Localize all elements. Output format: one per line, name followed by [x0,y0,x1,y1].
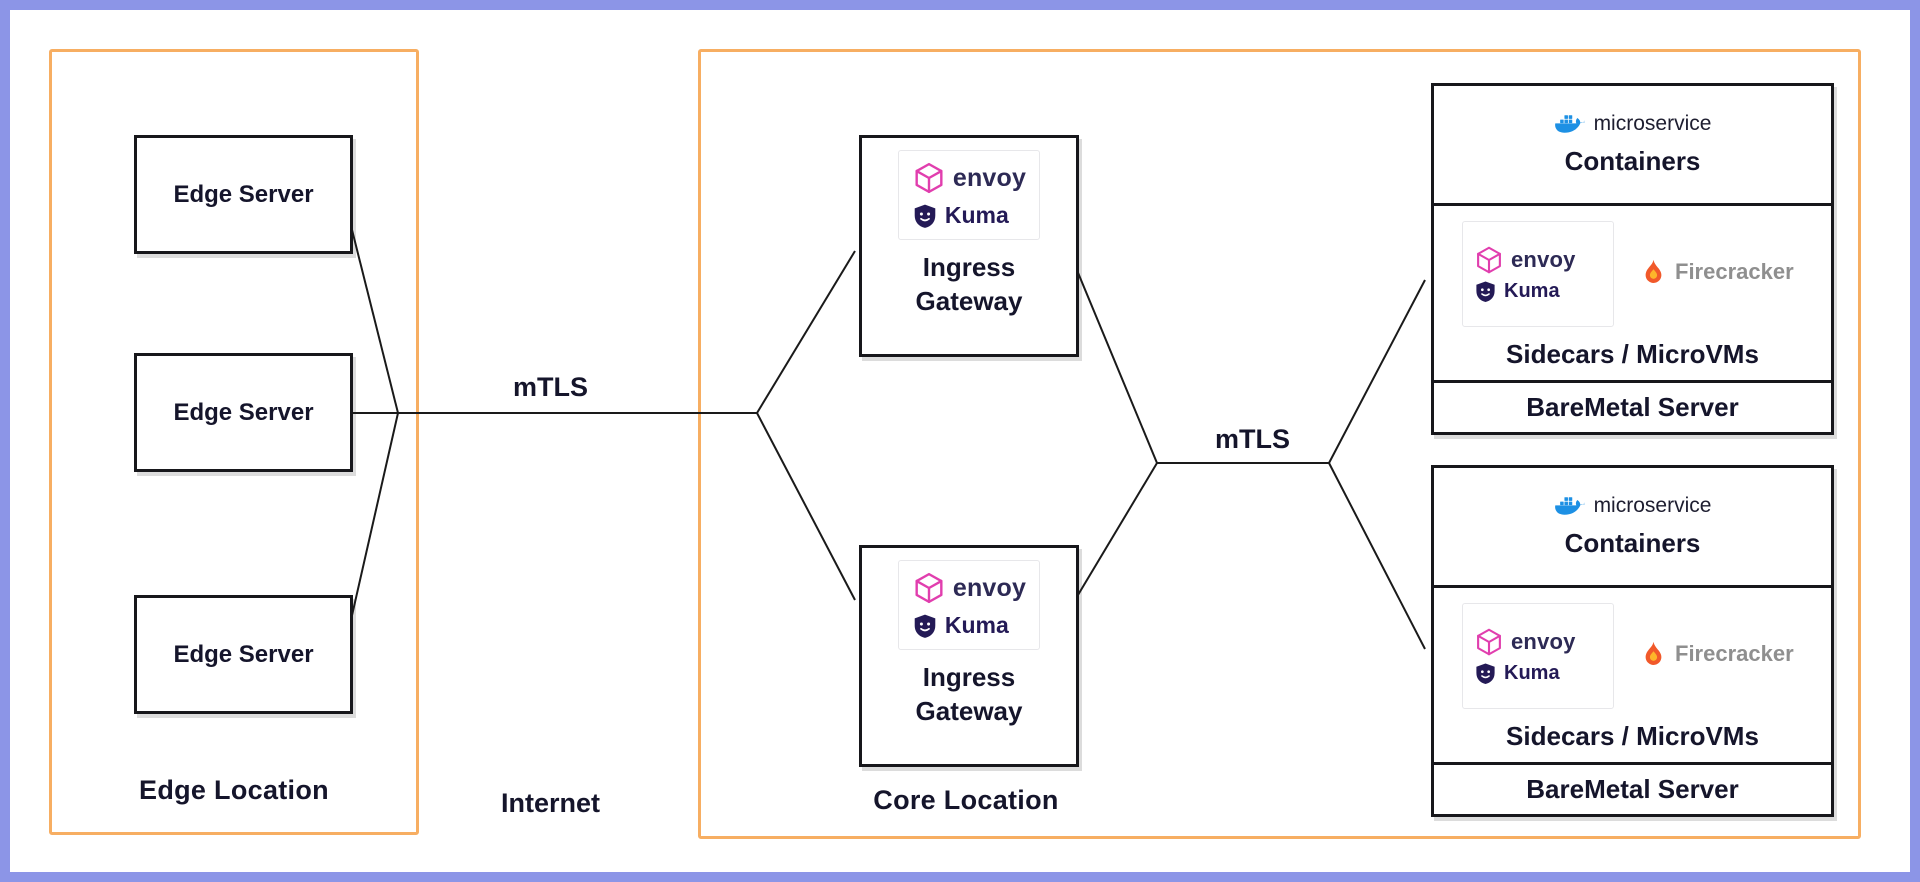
mesh-logo-card: envoy Kuma [897,150,1041,240]
envoy-wordmark: envoy [1511,247,1576,272]
firecracker-logo: Firecracker [1640,640,1794,667]
edge-location-group: Edge Location [49,49,419,835]
edge-server-label: Edge Server [173,640,314,668]
gateway-title-line2: Gateway [915,696,1023,727]
docker-whale-icon [1554,495,1585,517]
containers-title: Containers [1564,146,1701,176]
envoy-icon [1474,627,1504,657]
ingress-gateway-1: envoy Kuma Ingress Gateway [859,135,1079,357]
microservice-label: microservice [1593,494,1712,517]
server-stack-1: microservice Containers envoy Kuma Firec… [1431,83,1834,435]
mesh-logo-card: envoy Kuma [897,560,1041,650]
edge-server-3: Edge Server [134,595,353,714]
envoy-icon [1474,245,1504,275]
kuma-shield-icon [1474,280,1497,303]
mesh-logo-card: envoy Kuma [1462,603,1614,709]
containers-box: microservice Containers [1431,465,1834,588]
core-location-group: Core Location [698,49,1861,839]
baremetal-box: BareMetal Server [1431,762,1834,817]
core-location-label: Core Location [873,785,1059,815]
baremetal-title: BareMetal Server [1526,774,1739,804]
mesh-logo-card: envoy Kuma [1462,221,1614,327]
containers-title: Containers [1564,528,1701,558]
flame-icon [1640,640,1667,667]
envoy-logo: envoy [1474,627,1576,657]
envoy-wordmark: envoy [952,573,1027,602]
microservice-row: microservice [1554,112,1712,136]
kuma-logo: Kuma [912,612,1009,639]
edge-location-label: Edge Location [139,775,329,805]
mtls-label-right: mTLS [1214,424,1290,454]
baremetal-title: BareMetal Server [1526,392,1739,422]
kuma-shield-icon [912,613,938,639]
flame-icon [1640,258,1667,285]
firecracker-wordmark: Firecracker [1675,640,1794,666]
docker-whale-icon [1554,113,1585,135]
edge-server-2: Edge Server [134,353,353,472]
envoy-logo: envoy [912,571,1026,605]
envoy-logo: envoy [912,161,1026,195]
kuma-logo: Kuma [912,202,1009,229]
envoy-icon [912,571,946,605]
containers-box: microservice Containers [1431,83,1834,206]
kuma-wordmark: Kuma [944,612,1009,638]
envoy-wordmark: envoy [952,163,1027,192]
gateway-title: Ingress Gateway [916,660,1023,729]
kuma-logo: Kuma [1474,280,1560,303]
microservice-label: microservice [1593,112,1712,135]
kuma-shield-icon [1474,662,1497,685]
mtls-label-left: mTLS [512,372,588,402]
microservice-row: microservice [1554,494,1712,518]
gateway-title-line1: Ingress [922,252,1016,282]
gateway-title-line1: Ingress [922,662,1016,692]
kuma-wordmark: Kuma [944,202,1009,228]
kuma-logo: Kuma [1474,662,1560,685]
sidecars-box: envoy Kuma Firecracker Sidecars / MicroV… [1431,203,1834,383]
edge-server-label: Edge Server [173,398,314,426]
kuma-shield-icon [912,203,938,229]
gateway-title: Ingress Gateway [916,250,1023,319]
sidecars-box: envoy Kuma Firecracker Sidecars / MicroV… [1431,585,1834,765]
gateway-title-line2: Gateway [915,286,1023,317]
envoy-wordmark: envoy [1511,629,1576,654]
kuma-wordmark: Kuma [1504,662,1560,684]
firecracker-wordmark: Firecracker [1675,258,1794,284]
firecracker-logo: Firecracker [1640,258,1794,285]
sidecars-title: Sidecars / MicroVMs [1506,339,1759,369]
server-stack-2: microservice Containers envoy Kuma Firec… [1431,465,1834,817]
envoy-icon [912,161,946,195]
edge-server-label: Edge Server [173,180,314,208]
internet-label: Internet [500,788,600,818]
sidecars-title: Sidecars / MicroVMs [1506,721,1759,751]
kuma-wordmark: Kuma [1504,280,1560,302]
ingress-gateway-2: envoy Kuma Ingress Gateway [859,545,1079,767]
edge-server-1: Edge Server [134,135,353,254]
envoy-logo: envoy [1474,245,1576,275]
baremetal-box: BareMetal Server [1431,380,1834,435]
